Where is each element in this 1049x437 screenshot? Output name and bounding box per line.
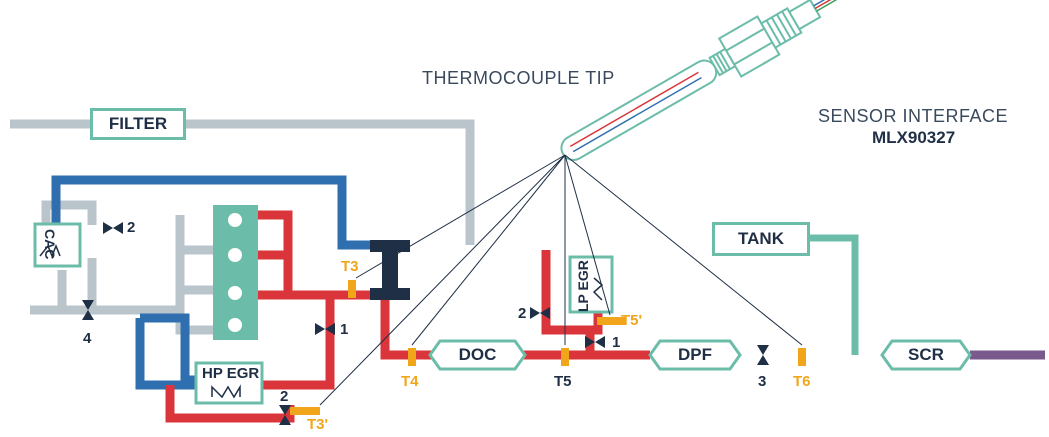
sensor-t3-prime xyxy=(290,407,320,415)
t4-label: T4 xyxy=(401,373,419,390)
engine-block xyxy=(213,205,258,340)
doc-shape xyxy=(428,339,527,371)
valves xyxy=(82,222,769,425)
valve-1-hp-label: 1 xyxy=(340,321,349,338)
cac-box xyxy=(33,222,82,268)
sensor-model-label: MLX90327 xyxy=(872,128,956,147)
sensor-t5 xyxy=(561,348,569,366)
scr-label: SCR xyxy=(908,345,944,364)
valve-2-hp xyxy=(279,405,291,415)
t3-label: T3 xyxy=(341,258,359,275)
temperature-sensors xyxy=(290,280,806,415)
scr-shape xyxy=(880,339,972,371)
valve-4 xyxy=(82,300,94,310)
t6-label: T6 xyxy=(793,373,811,390)
doc-label: DOC xyxy=(458,345,497,364)
valve-1-hp xyxy=(315,323,325,335)
hp-egr-label: HP EGR xyxy=(202,365,260,382)
sensor-t3 xyxy=(348,280,356,298)
thermocouple-probe xyxy=(560,0,962,161)
valve-2-cac xyxy=(103,222,113,234)
t5-prime-label: T5' xyxy=(621,312,643,329)
valve-4-label: 4 xyxy=(83,330,92,347)
valve-3-label: 3 xyxy=(758,373,767,390)
lp-egr-box xyxy=(568,255,614,314)
filter-box: FILTER xyxy=(90,108,186,140)
dpf-label: DPF xyxy=(678,345,712,364)
tip-pointer-lines xyxy=(319,154,803,406)
red-pipes xyxy=(165,210,650,423)
dpf-shape xyxy=(648,339,742,371)
valve-2-cac-label: 2 xyxy=(127,219,136,236)
sensor-t4 xyxy=(408,348,416,366)
tank-line xyxy=(810,234,859,355)
lp-egr-label: LP EGR xyxy=(575,260,591,312)
valve-2-lp-label: 2 xyxy=(518,305,527,322)
sensor-t6 xyxy=(798,348,806,366)
valve-2-lp xyxy=(530,307,540,319)
valve-2-hp-label: 2 xyxy=(280,388,289,405)
cac-label: CAC xyxy=(42,229,58,260)
hp-egr-box xyxy=(194,361,264,405)
tank-box: TANK xyxy=(712,222,810,256)
sensor-t5-prime xyxy=(597,317,625,325)
sensor-interface-label: SENSOR INTERFACE xyxy=(818,106,1009,126)
filter-label: FILTER xyxy=(108,114,168,133)
tank-label: TANK xyxy=(738,229,784,248)
valve-1-lp xyxy=(585,336,595,348)
thermocouple-tip-label: THERMOCOUPLE TIP xyxy=(422,68,615,88)
t3-prime-label: T3' xyxy=(307,416,329,433)
t5-label: T5 xyxy=(554,373,572,390)
turbocharger xyxy=(370,240,410,300)
valve-3 xyxy=(757,345,769,355)
valve-1-lp-label: 1 xyxy=(612,334,621,351)
